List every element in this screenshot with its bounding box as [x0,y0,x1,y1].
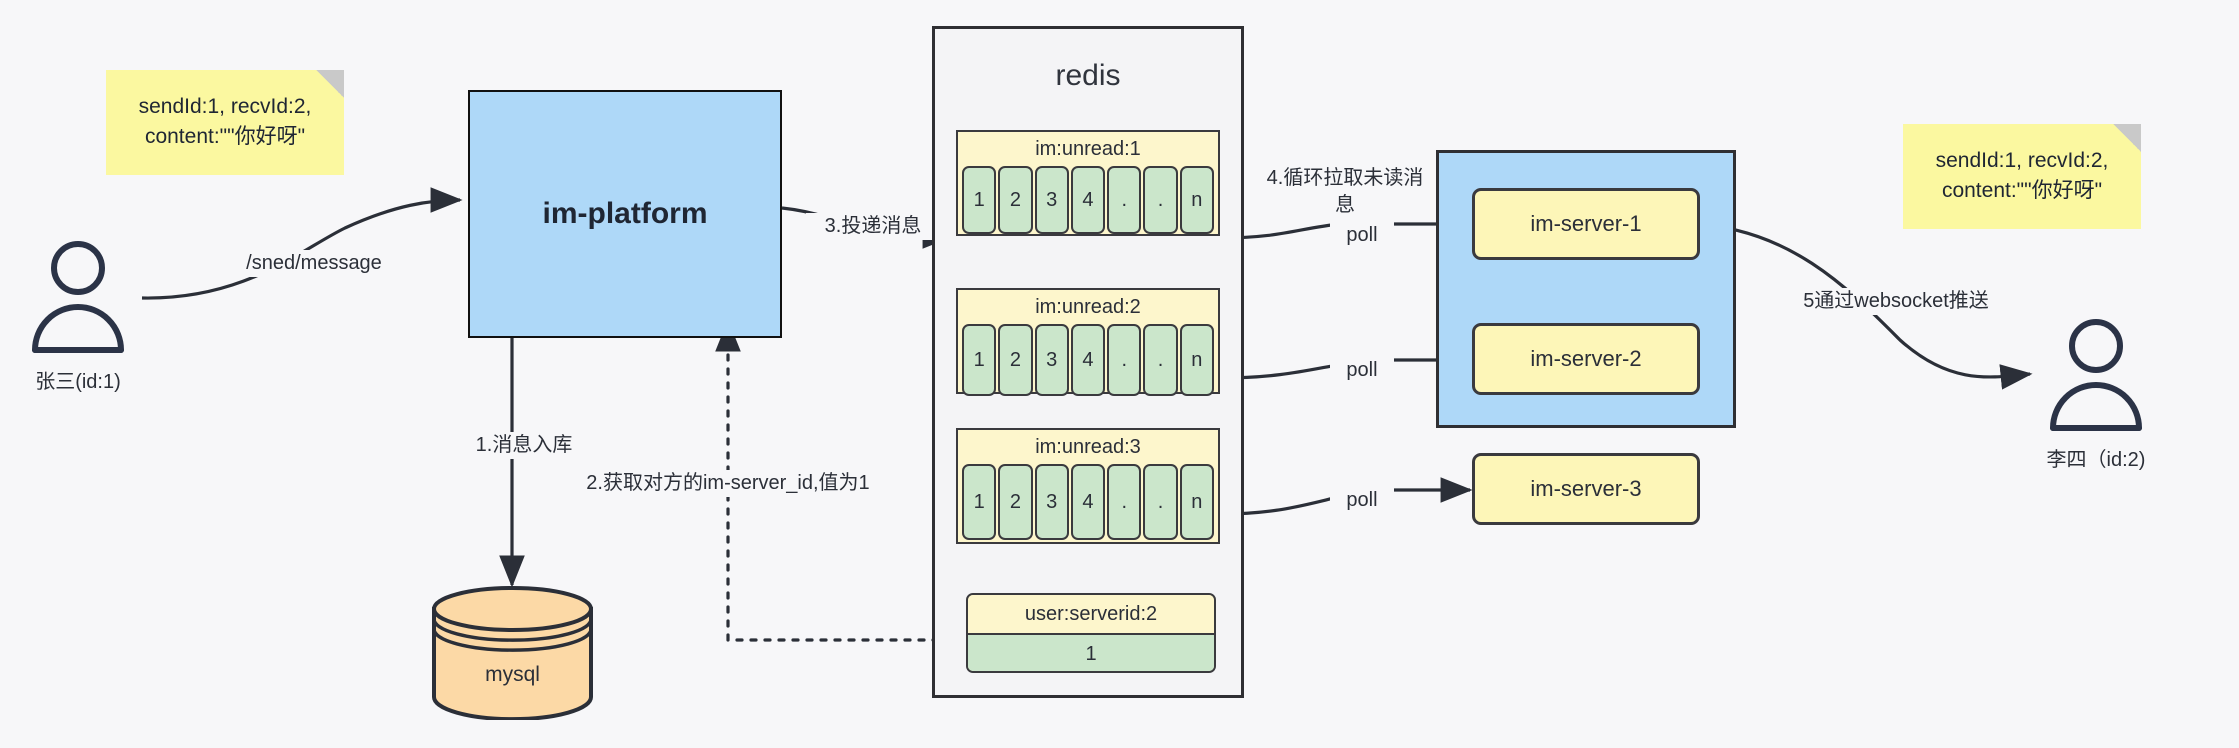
edge-label-step3: 3.投递消息 [806,213,940,240]
edge-label-poll-1: poll [1330,222,1394,249]
note-fold-icon [2113,124,2141,152]
im-platform-label: im-platform [542,197,708,230]
note-left: sendId:1, recvId:2, content:""你好呀" [106,70,344,175]
queue-cell: 1 [962,324,997,396]
queue-cell: 3 [1034,324,1069,396]
queue-1-cells: 1 2 3 4 . . n [962,166,1214,234]
actor-sender-label: 张三(id:1) [35,371,121,393]
user-icon [2050,319,2142,431]
queue-im-unread-3[interactable]: im:unread:3 1 2 3 4 . . n [956,428,1220,544]
queue-cell: 1 [962,464,997,540]
edge-label-poll-2: poll [1330,357,1394,384]
queue-cell: 4 [1070,324,1106,396]
queue-1-key: im:unread:1 [1035,138,1141,160]
queue-3-cells: 1 2 3 4 . . n [962,464,1214,540]
actor-sender [28,240,128,355]
node-im-server-3[interactable]: im-server-3 [1472,453,1700,525]
node-im-server-2[interactable]: im-server-2 [1472,323,1700,395]
node-im-platform[interactable]: im-platform [468,90,782,338]
queue-cell: 2 [998,464,1033,540]
node-mysql[interactable]: mysql [430,585,595,722]
user-icon [32,241,124,353]
queue-3-key: im:unread:3 [1035,436,1141,458]
queue-2-cells: 1 2 3 4 . . n [962,324,1214,396]
note-fold-icon [316,70,344,98]
queue-cell: 2 [998,324,1033,396]
queue-cell: 4 [1070,166,1106,234]
redis-kv-key: user:serverid:2 [968,595,1214,633]
queue-cell: n [1179,464,1214,540]
mysql-label: mysql [485,663,540,687]
edge-label-step1: 1.消息入库 [452,432,596,459]
queue-cell: . [1107,464,1142,540]
redis-kv-value: 1 [968,633,1214,671]
edge-label-step2: 2.获取对方的im-server_id,值为1 [576,470,880,497]
note-right: sendId:1, recvId:2, content:""你好呀" [1903,124,2141,229]
queue-cell: 3 [1034,166,1069,234]
queue-cell: . [1143,166,1178,234]
actor-receiver-label: 李四（id:2) [2046,449,2146,471]
queue-cell: . [1107,324,1142,396]
queue-cell: 2 [998,166,1033,234]
queue-cell: 3 [1034,464,1069,540]
note-right-text: sendId:1, recvId:2, content:""你好呀" [1935,149,2109,203]
queue-cell: . [1143,464,1178,540]
queue-cell: 1 [962,166,997,234]
redis-title: redis [1055,59,1121,92]
queue-2-key: im:unread:2 [1035,296,1141,318]
edge-label-send-message: /sned/message [232,250,396,277]
edge-label-step4: 4.循环拉取未读消 息 [1258,165,1432,219]
queue-cell: n [1179,324,1214,396]
queue-im-unread-2[interactable]: im:unread:2 1 2 3 4 . . n [956,288,1220,396]
actor-receiver [2046,318,2146,433]
redis-kv-user-serverid[interactable]: user:serverid:2 1 [966,593,1216,673]
node-im-server-1[interactable]: im-server-1 [1472,188,1700,260]
edge-label-step5: 5通过websocket推送 [1784,288,2008,315]
database-icon [432,586,593,722]
queue-cell: n [1179,166,1214,234]
queue-cell: . [1143,324,1178,396]
queue-cell: 4 [1070,464,1106,540]
queue-cell: . [1107,166,1142,234]
note-left-text: sendId:1, recvId:2, content:""你好呀" [138,95,312,149]
queue-im-unread-1[interactable]: im:unread:1 1 2 3 4 . . n [956,130,1220,236]
edge-label-poll-3: poll [1330,487,1394,514]
